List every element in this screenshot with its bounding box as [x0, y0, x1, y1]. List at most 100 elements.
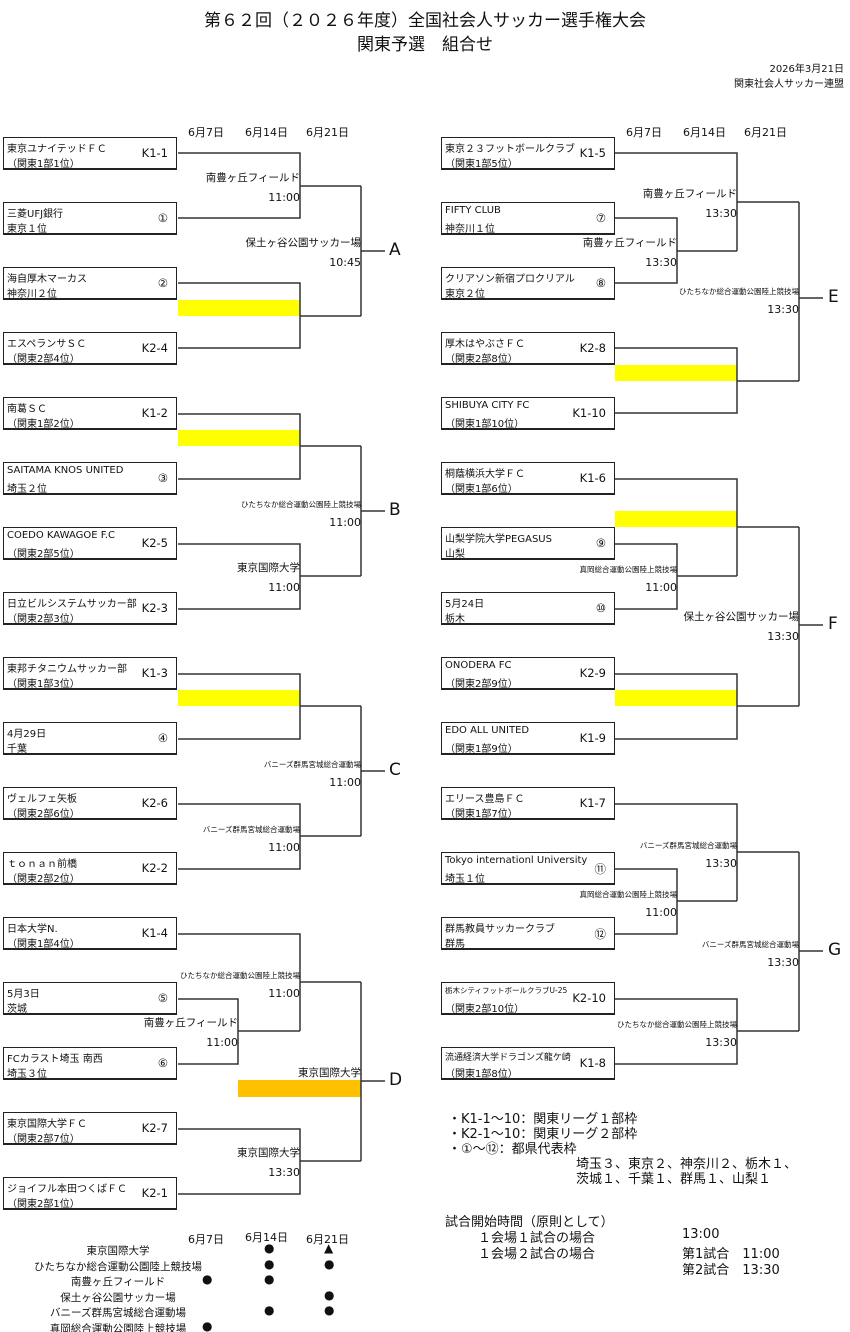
match-time: 11:00: [329, 776, 361, 789]
team-box: エリース豊島ＦＣ（関東1部7位）K1-7: [441, 787, 615, 820]
team-name: クリアソン新宿プロクリアル: [445, 274, 575, 285]
match-time: 13:30: [767, 303, 799, 316]
team-seed-code: ⑨: [595, 536, 606, 550]
team-box: ヴェルフェ矢板（関東2部6位）K2-6: [3, 787, 177, 820]
team-rank: 栃木: [445, 614, 465, 625]
team-box: 東京ユナイテッドＦＣ（関東1部1位）K1-1: [3, 137, 177, 170]
start-case-1-time: 13:00: [682, 1227, 720, 1242]
document-title: 第６２回（２０２６年度）全国社会人サッカー選手権大会: [204, 11, 646, 31]
team-rank: （関東1部9位）: [445, 744, 518, 755]
match-venue: 東京国際大学: [298, 1067, 361, 1079]
start-case-2-second: 第2試合 13:30: [682, 1263, 780, 1278]
round-date-1: 6月7日: [626, 126, 662, 139]
team-box: COEDO KAWAGOE F.C（関東2部5位）K2-5: [3, 527, 177, 560]
team-name: 桐蔭横浜大学ＦＣ: [445, 469, 525, 480]
team-rank: 群馬: [445, 939, 465, 950]
round-date-3: 6月21日: [306, 126, 349, 139]
dot-mark-icon: ●: [264, 1256, 275, 1271]
team-seed-code: K2-4: [141, 341, 168, 355]
match-time: 13:30: [705, 207, 737, 220]
team-rank: 埼玉３位: [7, 1069, 47, 1080]
team-rank: （関東1部6位）: [445, 484, 518, 495]
venue-table-name: バニーズ群馬宮城総合運動場: [50, 1307, 186, 1319]
team-seed-code: K1-4: [141, 926, 168, 940]
team-name: 5月24日: [445, 599, 485, 610]
team-box: ジョイフル本田つくばＦＣ（関東2部1位）K2-1: [3, 1177, 177, 1210]
match-venue: 真岡総合運動公園陸上競技場: [579, 565, 678, 574]
bracket-a: [178, 152, 385, 349]
match-venue: 保土ヶ谷公園サッカー場: [683, 611, 800, 623]
team-box: 栃木シティフットボールクラブU-25（関東2部10位）K2-10: [441, 982, 615, 1015]
bracket-d: [178, 933, 385, 1195]
quota-line-2: 茨城１、千葉１、群馬１、山梨１: [576, 1172, 772, 1187]
team-rank: （関東1部3位）: [7, 679, 80, 690]
round-date-1: 6月7日: [188, 126, 224, 139]
team-box: SHIBUYA CITY FC（関東1部10位）K1-10: [441, 397, 615, 430]
team-seed-code: K1-9: [579, 731, 606, 745]
note-line: ・K1-1～10：関東リーグ１部枠: [448, 1112, 638, 1127]
quota-line-1: 埼玉３、東京２、神奈川２、栃木１、: [576, 1157, 798, 1172]
team-box: EDO ALL UNITED （関東1部9位） K1-9: [441, 722, 615, 755]
team-name: 日立ビルシステムサッカー部: [7, 599, 137, 610]
match-time: 11:00: [268, 987, 300, 1000]
match-venue: 南豊ヶ丘フィールド: [582, 237, 677, 249]
group-letter-g: G: [828, 940, 842, 960]
group-letter-b: B: [389, 500, 401, 520]
team-rank: 埼玉２位: [7, 484, 47, 495]
match-venue: 南豊ヶ丘フィールド: [143, 1017, 238, 1029]
team-name: Tokyo internationl University: [445, 855, 588, 866]
match-time: 10:45: [329, 256, 361, 269]
team-rank: （関東2部10位）: [445, 1004, 525, 1015]
team-name: 海自厚木マーカス: [7, 274, 87, 285]
team-rank: 茨城: [7, 1004, 27, 1015]
match-venue: 保土ヶ谷公園サッカー場: [245, 237, 362, 249]
team-rank: （関東1部5位）: [445, 159, 518, 170]
team-rank: 神奈川２位: [7, 289, 57, 300]
team-rank: （関東2部8位）: [445, 354, 518, 365]
team-rank: （関東2部9位）: [445, 679, 518, 690]
match-venue: 東京国際大学: [237, 1147, 300, 1159]
group-letter-c: C: [389, 760, 401, 780]
start-time-title: 試合開始時間（原則として）: [445, 1215, 614, 1230]
match-time: 13:30: [645, 256, 677, 269]
team-seed-code: K1-1: [141, 146, 168, 160]
match-venue: 南豊ヶ丘フィールド: [205, 172, 300, 184]
team-box: 東邦チタニウムサッカー部（関東1部3位）K1-3: [3, 657, 177, 690]
team-seed-code: K2-6: [141, 796, 168, 810]
bye-highlight: [615, 511, 737, 527]
match-venue: 南豊ヶ丘フィールド: [642, 188, 737, 200]
team-rank: （関東2部4位）: [7, 354, 80, 365]
organizer: 関東社会人サッカー連盟: [734, 79, 844, 90]
start-case-2-first: 第1試合 11:00: [682, 1247, 780, 1262]
dot-mark-icon: ●: [202, 1272, 213, 1286]
team-rank: （関東2部2位）: [7, 874, 80, 885]
team-name: FIFTY CLUB: [445, 205, 501, 216]
group-letter-a: A: [389, 240, 401, 260]
team-name: EDO ALL UNITED: [445, 725, 530, 736]
team-name: 日本大学N.: [7, 924, 58, 935]
dot-mark-icon: ●: [324, 1256, 335, 1271]
team-name: 厚木はやぶさＦＣ: [445, 339, 525, 350]
team-name: ONODERA FC: [445, 660, 512, 671]
dot-mark-icon: ●: [324, 1303, 335, 1317]
team-name: 4月29日: [7, 729, 47, 740]
triangle-mark-icon: ▲: [324, 1241, 334, 1255]
start-case-1: １会場１試合の場合: [478, 1231, 596, 1246]
round-date-3: 6月21日: [744, 126, 787, 139]
team-seed-code: K1-5: [579, 146, 606, 160]
match-time: 11:00: [268, 191, 300, 204]
team-seed-code: ①: [157, 211, 168, 225]
match-time: 11:00: [645, 581, 677, 594]
team-seed-code: ②: [157, 276, 168, 290]
team-seed-code: ⑤: [157, 991, 168, 1005]
round-date-2: 6月14日: [683, 126, 726, 139]
match-time: 13:30: [767, 630, 799, 643]
team-name: 三菱UFJ銀行: [7, 209, 64, 220]
team-seed-code: ④: [157, 731, 168, 745]
